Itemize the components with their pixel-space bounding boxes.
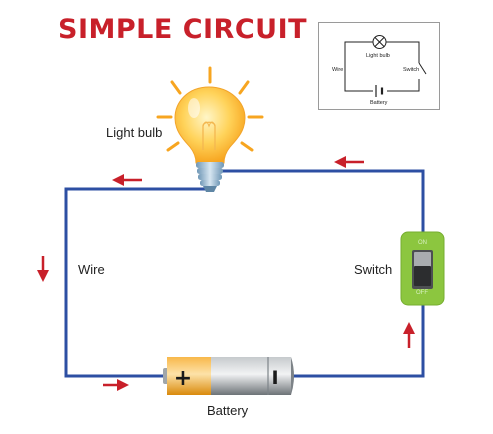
- inset-label-light-bulb: Light bulb: [366, 53, 390, 59]
- arrow-icon-bottom-right: [103, 379, 129, 391]
- label-battery: Battery: [207, 403, 249, 418]
- battery-negative-symbol: I: [271, 367, 278, 389]
- battery-positive-symbol: +: [174, 366, 192, 391]
- battery-icon: [163, 357, 294, 395]
- schematic-battery-symbol: [375, 85, 384, 97]
- inset-label-wire: Wire: [332, 67, 344, 73]
- arrow-icon-right-top: [334, 156, 364, 168]
- switch-off-label: OFF: [416, 290, 428, 296]
- switch-icon: [400, 231, 445, 306]
- wire-left: [64, 187, 212, 378]
- arrow-icon-left-down: [37, 256, 49, 282]
- wire-loop: [64, 169, 425, 378]
- current-arrows: [37, 156, 415, 391]
- label-wire: Wire: [78, 262, 105, 277]
- inset-label-battery: Battery: [370, 100, 388, 106]
- light-rays: [156, 66, 264, 152]
- label-switch: Switch: [354, 262, 393, 277]
- arrow-icon-right-up: [403, 322, 415, 348]
- schematic-diagram: [344, 35, 427, 97]
- schematic-inset: Light bulb Wire Switch Battery: [318, 22, 440, 110]
- switch-on-label: ON: [418, 240, 427, 246]
- label-light-bulb: Light bulb: [106, 125, 163, 140]
- light-bulb-icon: [174, 86, 246, 192]
- page-title: SIMPLE CIRCUIT: [58, 14, 308, 45]
- arrow-icon-left-top: [112, 174, 142, 186]
- wire-right-bottom: [293, 305, 425, 378]
- wire-right-top: [218, 169, 425, 232]
- inset-label-switch: Switch: [403, 67, 420, 73]
